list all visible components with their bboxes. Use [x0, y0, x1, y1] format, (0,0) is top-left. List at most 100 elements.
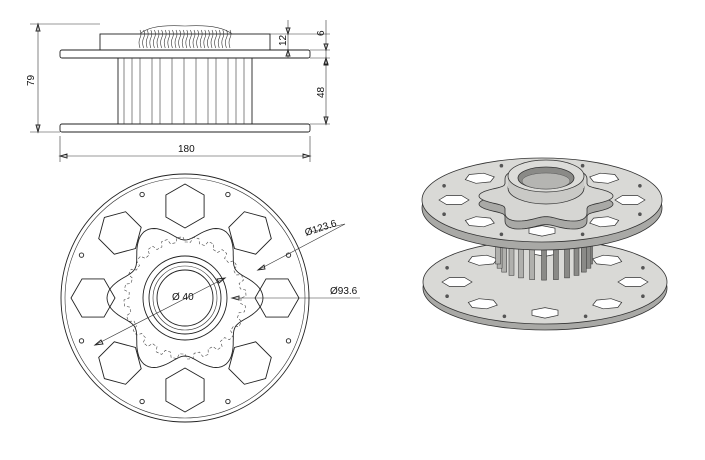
hex-window — [70, 278, 116, 318]
iso-bottom-hexes — [441, 245, 649, 319]
knurl-line — [174, 29, 178, 49]
top-view: Ø123.6 Ø93.6 Ø 40 — [60, 173, 360, 423]
knurl-line — [156, 29, 160, 49]
iso-hex-window — [614, 195, 646, 205]
hex-window — [165, 367, 205, 413]
knurl-line — [171, 29, 174, 49]
iso-bolt-hole — [641, 294, 645, 299]
knurl-line — [207, 29, 210, 49]
hub-knurl — [138, 29, 232, 49]
knurl-line — [160, 29, 163, 49]
dim-top-hub: 12 — [278, 34, 289, 46]
knurl-line — [189, 29, 192, 49]
knurl-line — [142, 29, 145, 49]
knurl-line — [192, 29, 196, 49]
iso-bolt-hole — [442, 212, 446, 216]
hex-window — [98, 211, 142, 255]
iso-bolt-hole — [583, 314, 588, 319]
iso-gear-tooth — [564, 245, 570, 279]
hex-window — [228, 341, 272, 385]
iso-hex-window — [531, 307, 559, 319]
iso-hex-window — [589, 216, 620, 228]
bore-inner — [156, 269, 214, 327]
knurl-line — [199, 29, 203, 49]
star-flange-outline — [106, 228, 264, 368]
bolt-hole — [285, 338, 292, 344]
iso-bolt-hole — [445, 266, 449, 270]
bolt-hole — [139, 191, 145, 198]
top-hub — [99, 33, 271, 51]
iso-hex-window — [617, 277, 649, 287]
iso-gear — [495, 231, 593, 281]
knurl-line — [178, 29, 181, 49]
iso-bolt-hole — [580, 232, 585, 237]
iso-gear-tooth — [553, 247, 559, 280]
iso-hex-window — [592, 298, 623, 310]
iso-view — [421, 157, 668, 331]
iso-hex-window — [441, 277, 473, 287]
core-slots — [123, 58, 245, 124]
iso-bolt-hole — [580, 163, 585, 168]
bolt-hole — [225, 398, 231, 405]
dim-mid-diameter: Ø93.6 — [330, 286, 358, 297]
bolt-hole — [78, 252, 85, 258]
knurl-line — [145, 29, 149, 49]
iso-gear-tooth — [541, 247, 547, 281]
knurl-line — [228, 29, 232, 49]
bolt-hole — [225, 191, 231, 198]
knurl-line — [153, 29, 156, 49]
bore-outer — [148, 261, 222, 335]
knurl-line — [203, 29, 207, 49]
hex-hub-circle — [142, 255, 228, 341]
iso-hex-window — [592, 254, 623, 266]
iso-hex-window — [467, 254, 498, 266]
core — [117, 57, 253, 125]
iso-hex-window — [467, 298, 498, 310]
knurl-line — [138, 29, 142, 49]
knurl-line — [210, 29, 214, 49]
iso-gear-tooth — [529, 247, 535, 280]
knurl-line — [181, 29, 185, 49]
iso-bolt-hole — [641, 266, 645, 270]
iso-hex-window — [464, 216, 495, 228]
dim-top-thickness: 6 — [316, 30, 327, 36]
side-view: 180 79 12 6 48 — [26, 20, 330, 162]
dim-bore: Ø 40 — [172, 292, 194, 303]
iso-bolt-hole — [638, 184, 642, 188]
bolt-hole — [78, 338, 85, 344]
knurl-line — [163, 29, 167, 49]
dim-overall-height: 79 — [26, 74, 37, 86]
top-flange — [59, 49, 311, 59]
knurl-line — [217, 29, 221, 49]
bolt-hole-group — [78, 191, 292, 405]
knurl-line — [167, 29, 171, 49]
hex-window — [228, 211, 272, 255]
hex-window — [165, 183, 205, 229]
iso-bolt-hole — [499, 232, 504, 237]
hex-window — [98, 341, 142, 385]
hex-window-group — [70, 183, 300, 413]
iso-hex-window — [438, 195, 470, 205]
iso-bolt-hole — [499, 163, 504, 168]
iso-bolt-hole — [638, 212, 642, 216]
dim-core-height: 48 — [316, 86, 327, 98]
iso-hex-window — [528, 225, 556, 237]
bolt-hole — [139, 398, 145, 405]
iso-bolt-hole — [445, 294, 449, 299]
knurl-line — [196, 29, 199, 49]
iso-hex-window — [464, 172, 495, 184]
knurl-line — [225, 29, 228, 49]
dim-overall-width: 180 — [178, 144, 195, 155]
iso-gear-tooth — [518, 245, 524, 279]
iso-bolt-hole — [442, 184, 446, 188]
iso-hex-window — [589, 172, 620, 184]
knurl-line — [221, 29, 225, 49]
bottom-flange — [59, 123, 311, 133]
dim-outer-diameter: Ø123.6 — [304, 218, 339, 239]
gear-outline — [123, 236, 247, 360]
knurl-line — [149, 29, 153, 49]
knurl-line — [185, 29, 189, 49]
iso-bolt-hole — [502, 314, 507, 319]
knurl-line — [214, 29, 217, 49]
